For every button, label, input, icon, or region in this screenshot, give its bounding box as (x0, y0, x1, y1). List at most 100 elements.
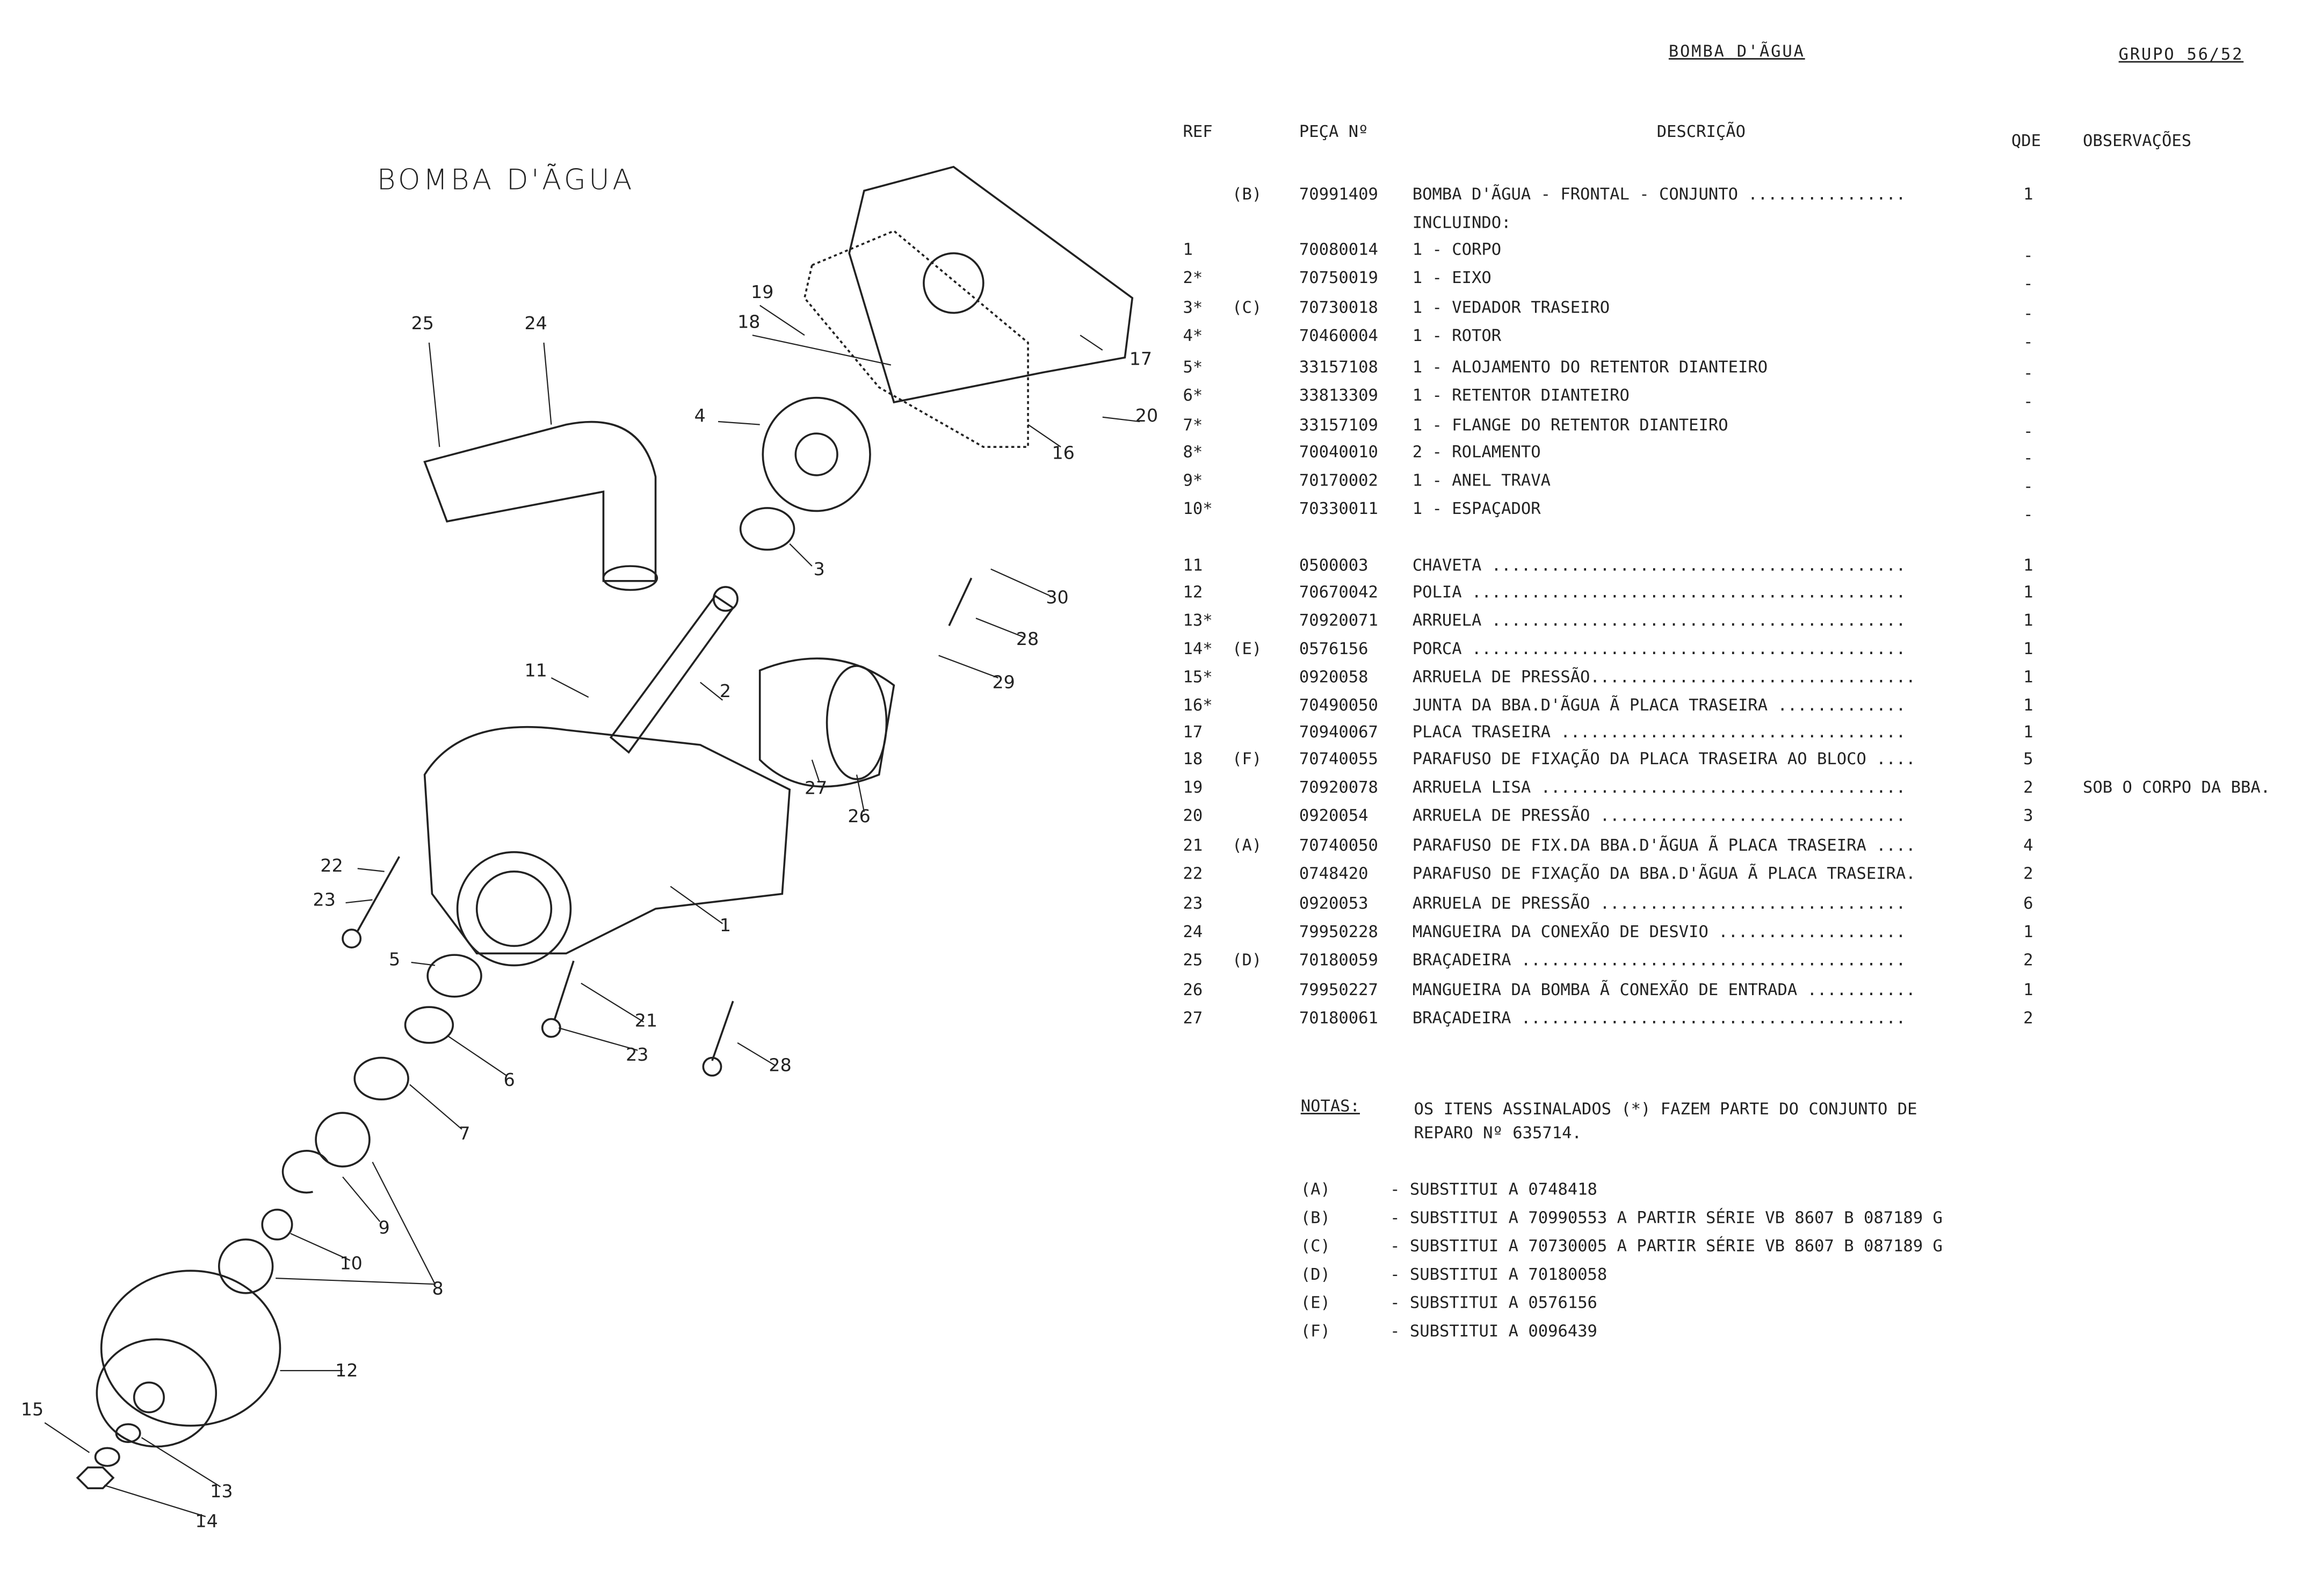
diagram-title: BOMBA D'ÃGUA (377, 164, 635, 197)
nut-14 (76, 1466, 115, 1490)
description-cell: PORCA ..................................… (1412, 639, 1906, 659)
part-number-cell: 70670042 (1299, 582, 1378, 602)
hose-24 (423, 421, 658, 591)
callout: 23 (313, 889, 336, 910)
callout: 9 (378, 1217, 390, 1238)
exploded-diagram (44, 165, 1140, 1517)
note-cell: (A) (1232, 836, 1262, 856)
quantity-cell: 2 (2023, 778, 2033, 798)
ref-cell: 4* (1183, 326, 1203, 346)
part-number-cell: 70750019 (1299, 268, 1378, 288)
hose-26 (758, 657, 895, 788)
description-cell: BRAÇADEIRA .............................… (1412, 950, 1906, 970)
ref-cell: 22 (1183, 864, 1203, 883)
pulley-12 (96, 1270, 281, 1448)
quantity-cell: - (2023, 332, 2033, 352)
quantity-cell: 1 (2023, 555, 2033, 575)
quantity-cell: - (2023, 363, 2033, 383)
description-cell: ARRUELA LISA ...........................… (1412, 778, 1906, 798)
quantity-cell: 2 (2023, 1008, 2033, 1028)
part-number-cell: 70920078 (1299, 778, 1378, 798)
note-cell: (C) (1232, 298, 1262, 317)
ref-cell: 5* (1183, 357, 1203, 377)
quantity-cell: 3 (2023, 806, 2033, 825)
col-desc: DESCRIÇÃO (1656, 122, 1746, 142)
quantity-cell: - (2023, 476, 2033, 496)
quantity-cell: 2 (2023, 950, 2033, 970)
stud-28 (948, 577, 973, 626)
part-number-cell: 70730018 (1299, 298, 1378, 317)
quantity-cell: - (2023, 422, 2033, 441)
bolt-21 (541, 960, 575, 1038)
part-number-cell: 70180059 (1299, 950, 1378, 970)
description-cell: PARAFUSO DE FIXAÇÃO DA PLACA TRASEIRA AO… (1412, 749, 1916, 769)
housing-5 (426, 954, 482, 998)
part-number-cell: 70330011 (1299, 499, 1378, 519)
table-header: REF PEÇA Nº DESCRIÇÃO QDE OBSERVAÇÕES (1177, 122, 2192, 151)
description-cell: MANGUEIRA DA CONEXÃO DE DESVIO .........… (1412, 922, 1906, 942)
ref-cell: 18 (1183, 749, 1203, 769)
callout: 18 (737, 311, 761, 332)
note-key: (D) (1300, 1265, 1330, 1285)
description-cell: 1 - ALOJAMENTO DO RETENTOR DIANTEIRO (1412, 357, 1768, 377)
table-row: 5* 33157108 1 - ALOJAMENTO DO RETENTOR DIA… (1177, 358, 2101, 385)
callout: 21 (634, 1010, 658, 1031)
ref-cell: 26 (1183, 980, 1203, 1000)
description-cell: INCLUINDO: (1412, 213, 1511, 233)
ref-cell: 15* (1183, 667, 1213, 687)
bolt-22 (342, 856, 401, 949)
callout: 16 (1052, 442, 1075, 463)
ref-cell: 16* (1183, 695, 1213, 715)
ref-cell: 19 (1183, 778, 1203, 798)
ref-cell: 13* (1183, 611, 1213, 630)
description-cell: 1 - RETENTOR DIANTEIRO (1412, 386, 1630, 405)
notes-text: REPARO Nº 635714. (1414, 1123, 1582, 1143)
part-number-cell: 70040010 (1299, 442, 1378, 462)
quantity-cell: 1 (2023, 922, 2033, 942)
rotor-4 (762, 396, 871, 512)
part-number-cell: 70490050 (1299, 695, 1378, 715)
ref-cell: 24 (1183, 922, 1203, 942)
part-number-cell: 33813309 (1299, 386, 1378, 405)
ref-cell: 10* (1183, 499, 1213, 519)
quantity-cell: 2 (2023, 864, 2033, 883)
quantity-cell: 1 (2023, 722, 2033, 742)
callout: 5 (389, 949, 401, 970)
part-number-cell: 70170002 (1299, 470, 1378, 490)
ref-cell: 6* (1183, 386, 1203, 405)
callout: 22 (320, 855, 343, 876)
shaft-2 (609, 586, 739, 754)
bearing-8b (218, 1238, 274, 1294)
callout: 12 (335, 1360, 358, 1381)
note-cell: (B) (1232, 184, 1262, 205)
col-obs: OBSERVAÇÕES (2083, 131, 2192, 151)
notes-text: OS ITENS ASSINALADOS (*) FAZEM PARTE DO … (1414, 1099, 1917, 1119)
part-number-cell: 0920058 (1299, 667, 1369, 687)
quantity-cell: 1 (2023, 582, 2033, 602)
callout: 1 (719, 915, 732, 936)
description-cell: BOMBA D'ÃGUA - FRONTAL - CONJUNTO ......… (1412, 184, 1906, 205)
quantity-cell: 1 (2023, 695, 2033, 715)
quantity-cell: 4 (2023, 836, 2033, 856)
note-text: - SUBSTITUI A 70180058 (1390, 1265, 1608, 1285)
notes-label: NOTAS: (1300, 1096, 1360, 1116)
quantity-cell: - (2023, 245, 2033, 265)
callout: 26 (848, 806, 871, 827)
part-number-cell: 33157108 (1299, 357, 1378, 377)
group-header: GRUPO 56/52 (2118, 45, 2244, 64)
col-qty: QDE (2011, 131, 2041, 151)
note-key: (B) (1300, 1208, 1330, 1228)
observation-cell: SOB O CORPO DA BBA. (2083, 778, 2271, 798)
note-text: - SUBSTITUI A 70730005 A PARTIR SÉRIE VB… (1390, 1236, 1943, 1256)
